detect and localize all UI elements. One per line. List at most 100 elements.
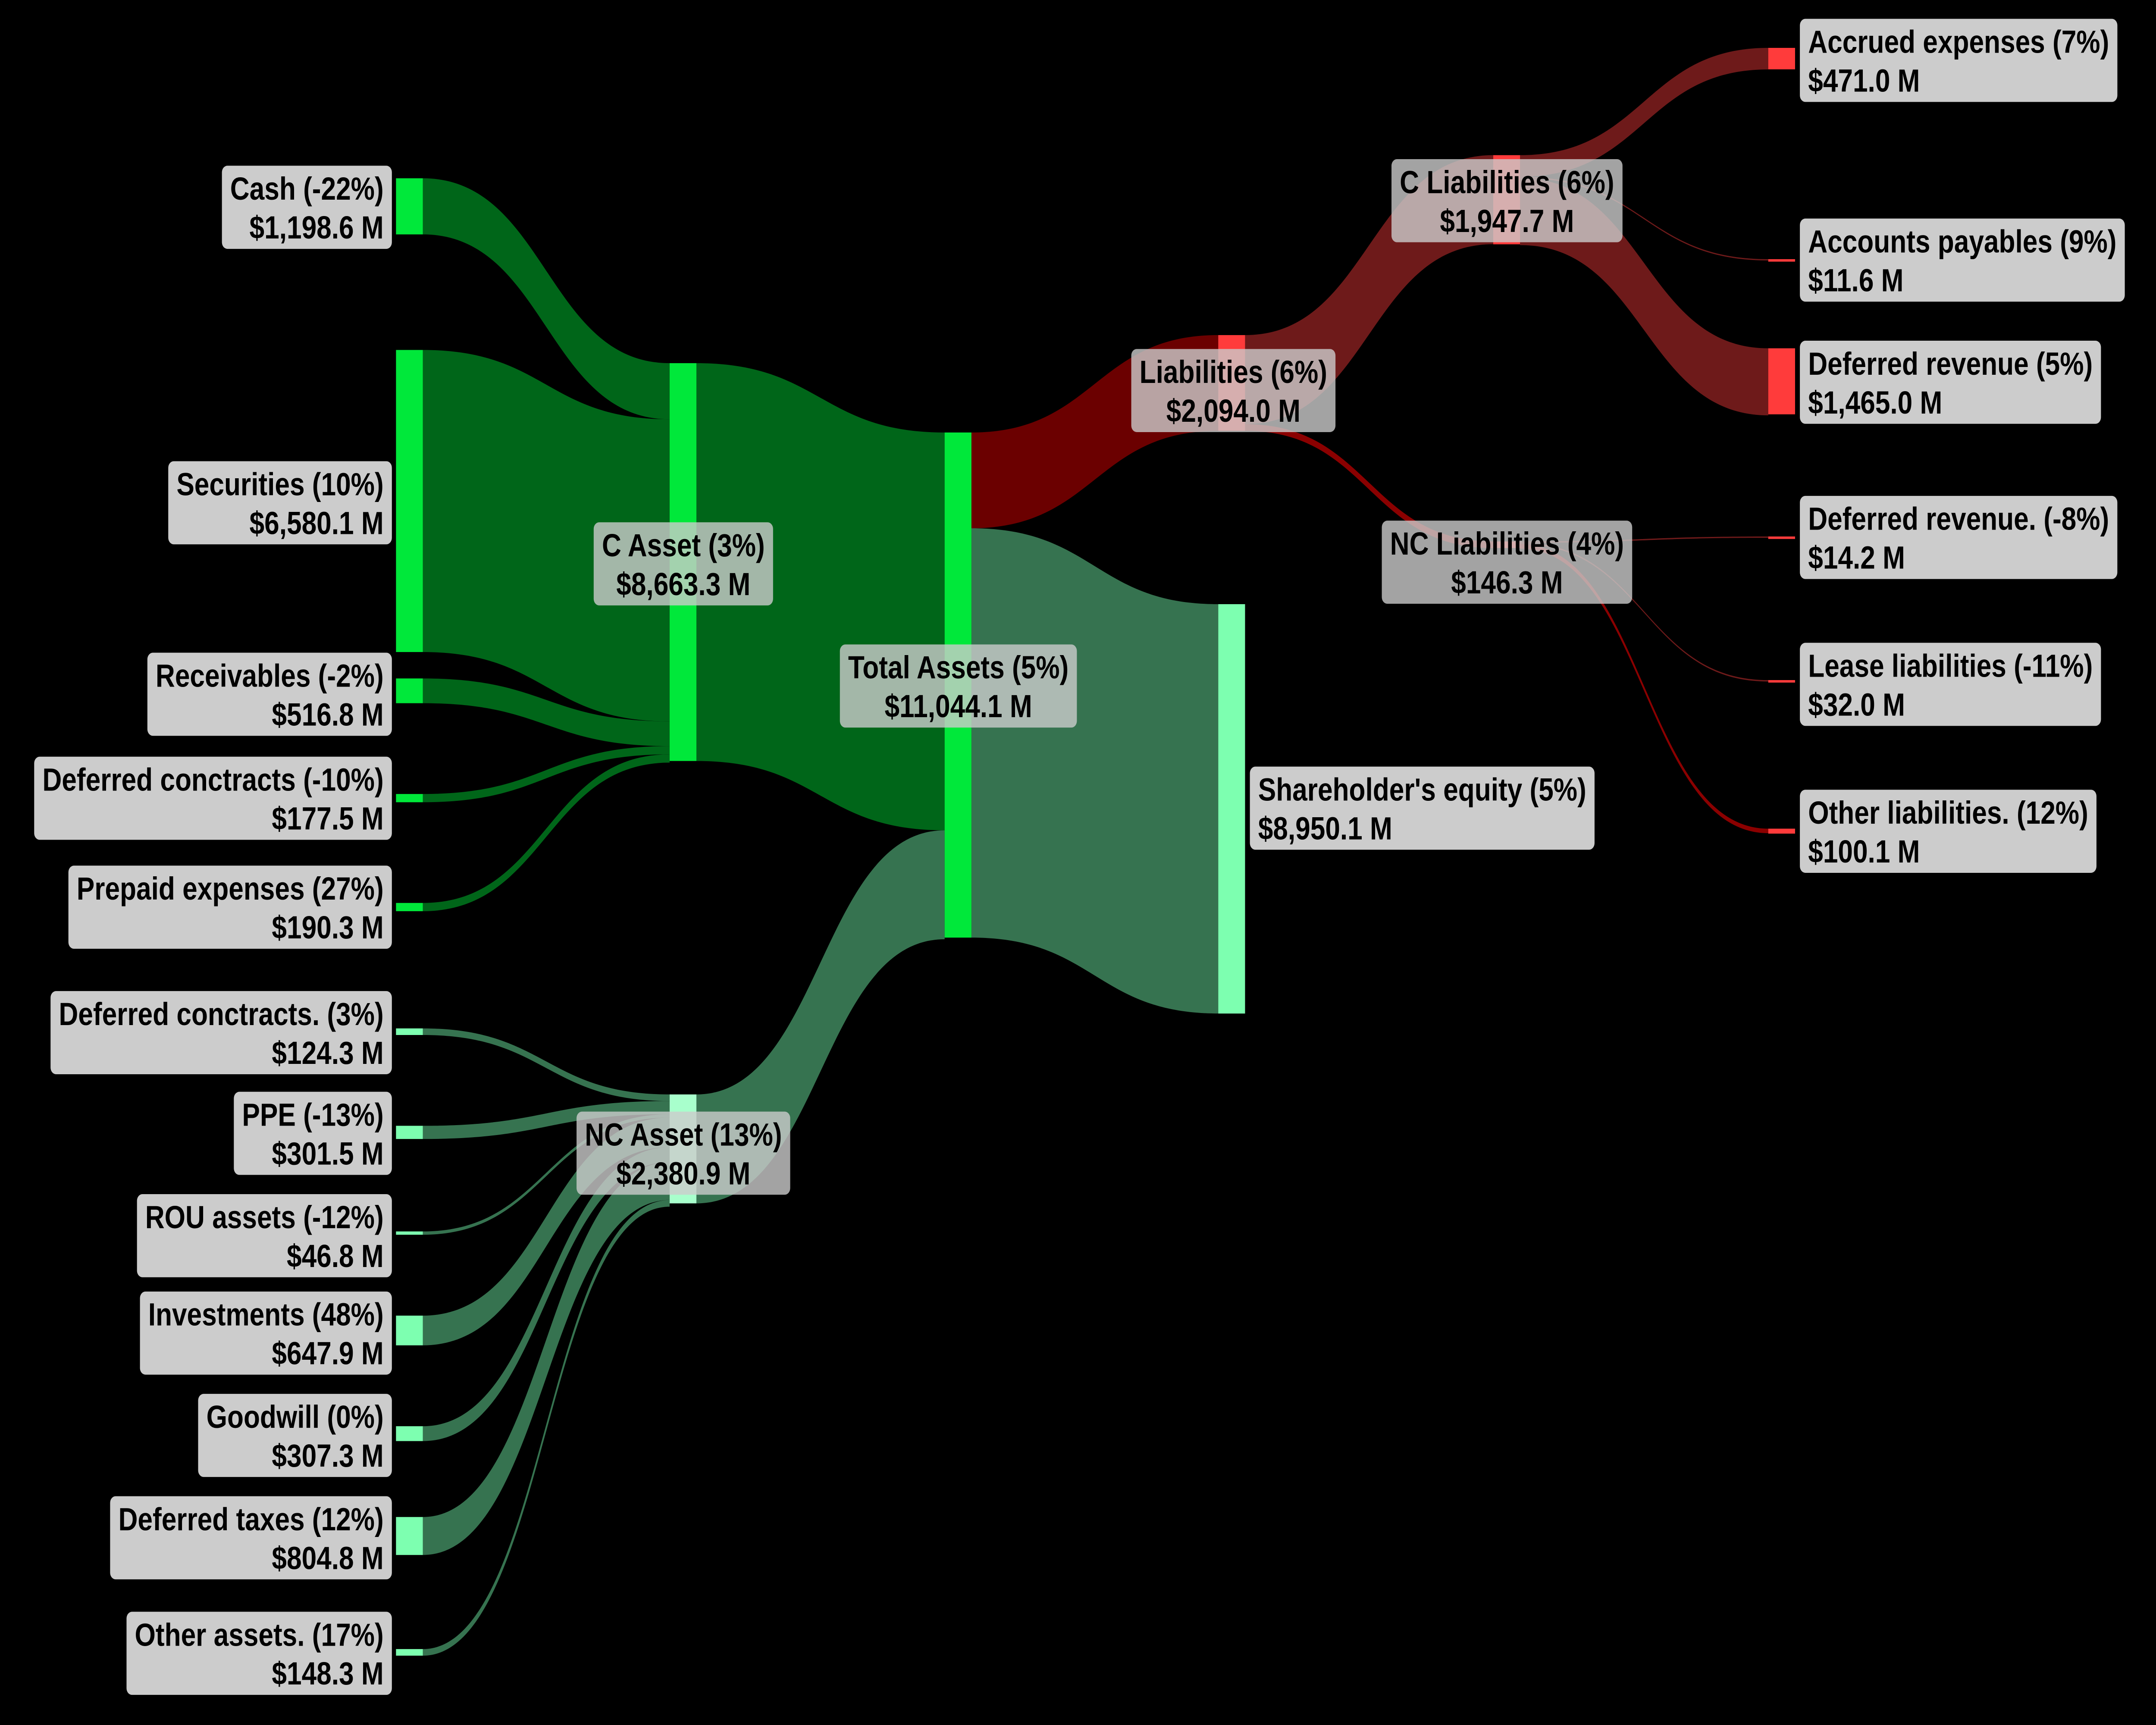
label-prepaid: Prepaid expenses (27%)$190.3 M — [68, 866, 392, 949]
label-box — [1131, 349, 1336, 432]
label-total_assets: Total Assets (5%)$11,044.1 M — [840, 644, 1077, 728]
label-amount: $2,380.9 M — [616, 1155, 750, 1192]
node-other_assets — [396, 1649, 423, 1656]
label-other_liabilities: Other liabilities. (12%)$100.1 M — [1800, 790, 2096, 873]
link-rou-to-nc_asset — [423, 1114, 670, 1235]
label-title: Prepaid expenses (27%) — [77, 871, 384, 907]
label-title: Other liabilities. (12%) — [1808, 795, 2088, 831]
label-c_asset: C Asset (3%)$8,663.3 M — [593, 522, 773, 605]
label-box — [222, 166, 392, 249]
label-title: ROU assets (-12%) — [145, 1199, 384, 1235]
label-amount: $647.9 M — [272, 1335, 383, 1371]
label-securities: Securities (10%)$6,580.1 M — [168, 461, 392, 545]
label-box — [1800, 341, 2101, 424]
label-title: Deferred revenue (5%) — [1808, 346, 2093, 382]
node-deferred_contracts_nc — [396, 1028, 423, 1035]
label-box — [34, 756, 392, 840]
label-rou: ROU assets (-12%)$46.8 M — [137, 1194, 392, 1277]
label-title: Other assets. (17%) — [135, 1617, 384, 1653]
label-title: C Liabilities (6%) — [1400, 164, 1614, 200]
label-box — [147, 652, 392, 736]
label-deferred_revenue_nc: Deferred revenue. (-8%)$14.2 M — [1800, 496, 2118, 579]
label-title: Liabilities (6%) — [1140, 354, 1327, 390]
label-box — [126, 1612, 392, 1695]
label-title: Accounts payables (9%) — [1808, 223, 2116, 260]
label-title: Deferred conctracts (-10%) — [42, 762, 383, 798]
label-title: Investments (48%) — [148, 1296, 384, 1333]
link-liabilities-to-nc_liabilities — [1245, 424, 1494, 549]
label-deferred_contracts_c: Deferred conctracts (-10%)$177.5 M — [34, 756, 392, 840]
label-amount: $8,663.3 M — [616, 566, 750, 602]
label-box — [577, 1111, 790, 1195]
label-box — [168, 461, 392, 545]
node-deferred_taxes — [396, 1517, 423, 1555]
label-title: NC Liabilities (4%) — [1390, 526, 1624, 562]
link-prepaid-to-c_asset — [423, 754, 670, 911]
link-securities-to-c_asset — [423, 350, 670, 721]
label-box — [840, 644, 1077, 728]
link-total_assets-to-equity — [971, 528, 1219, 1014]
node-ppe — [396, 1126, 423, 1139]
label-box — [1800, 643, 2101, 726]
label-equity: Shareholder's equity (5%)$8,950.1 M — [1250, 766, 1595, 850]
label-amount: $14.2 M — [1808, 539, 1905, 576]
label-title: Shareholder's equity (5%) — [1258, 772, 1586, 808]
label-amount: $32.0 M — [1808, 687, 1905, 723]
label-box — [234, 1091, 392, 1175]
label-accrued: Accrued expenses (7%)$471.0 M — [1800, 19, 2118, 102]
label-box — [593, 522, 773, 605]
label-amount: $6,580.1 M — [250, 505, 384, 541]
label-box — [1250, 766, 1595, 850]
link-deferred_taxes-to-nc_asset — [423, 1162, 670, 1555]
label-amount: $146.3 M — [1451, 565, 1563, 601]
label-amount: $1,465.0 M — [1808, 384, 1942, 420]
node-cash — [396, 178, 423, 235]
link-cash-to-c_asset — [423, 178, 670, 420]
label-amount: $307.3 M — [272, 1438, 383, 1474]
link-receivables-to-c_asset — [423, 678, 670, 746]
label-title: PPE (-13%) — [242, 1097, 383, 1133]
label-title: Deferred taxes (12%) — [119, 1501, 384, 1537]
node-deferred_revenue_c — [1768, 348, 1795, 414]
label-title: Deferred revenue. (-8%) — [1808, 501, 2109, 537]
label-title: Securities (10%) — [176, 466, 383, 502]
label-box — [198, 1394, 392, 1477]
label-box — [1800, 218, 2125, 302]
label-amount: $8,950.1 M — [1258, 810, 1392, 847]
node-equity — [1218, 604, 1245, 1014]
label-liabilities: Liabilities (6%)$2,094.0 M — [1131, 349, 1336, 432]
label-title: Lease liabilities (-11%) — [1808, 648, 2093, 684]
node-deferred_revenue_nc — [1768, 536, 1795, 539]
label-box — [68, 866, 392, 949]
label-deferred_taxes: Deferred taxes (12%)$804.8 M — [110, 1496, 392, 1580]
label-nc_asset: NC Asset (13%)$2,380.9 M — [577, 1111, 790, 1195]
label-amount: $471.0 M — [1808, 63, 1920, 99]
label-deferred_contracts_nc: Deferred conctracts. (3%)$124.3 M — [50, 991, 392, 1074]
link-ppe-to-nc_asset — [423, 1101, 670, 1139]
link-deferred_contracts_nc-to-nc_asset — [423, 1028, 670, 1101]
label-box — [110, 1496, 392, 1580]
label-title: NC Asset (13%) — [585, 1117, 782, 1153]
label-amount: $124.3 M — [272, 1035, 383, 1071]
node-accrued — [1768, 48, 1795, 69]
label-box — [1800, 790, 2096, 873]
label-ppe: PPE (-13%)$301.5 M — [234, 1091, 392, 1175]
label-c_liabilities: C Liabilities (6%)$1,947.7 M — [1391, 159, 1623, 242]
label-accounts_payables: Accounts payables (9%)$11.6 M — [1800, 218, 2125, 302]
label-title: Cash (-22%) — [230, 171, 384, 207]
link-other_assets-to-nc_asset — [423, 1200, 670, 1656]
link-nc_liabilities-to-lease — [1520, 543, 1768, 682]
label-amount: $516.8 M — [272, 696, 383, 733]
label-investments: Investments (48%)$647.9 M — [140, 1291, 392, 1375]
node-securities — [396, 350, 423, 652]
label-box — [1382, 521, 1633, 604]
label-box — [1391, 159, 1623, 242]
label-amount: $301.5 M — [272, 1135, 383, 1172]
label-nc_liabilities: NC Liabilities (4%)$146.3 M — [1382, 521, 1633, 604]
label-title: Accrued expenses (7%) — [1808, 24, 2109, 60]
label-amount: $148.3 M — [272, 1656, 383, 1692]
label-amount: $1,198.6 M — [250, 210, 384, 246]
label-amount: $46.8 M — [287, 1238, 384, 1274]
link-goodwill-to-nc_asset — [423, 1147, 670, 1441]
